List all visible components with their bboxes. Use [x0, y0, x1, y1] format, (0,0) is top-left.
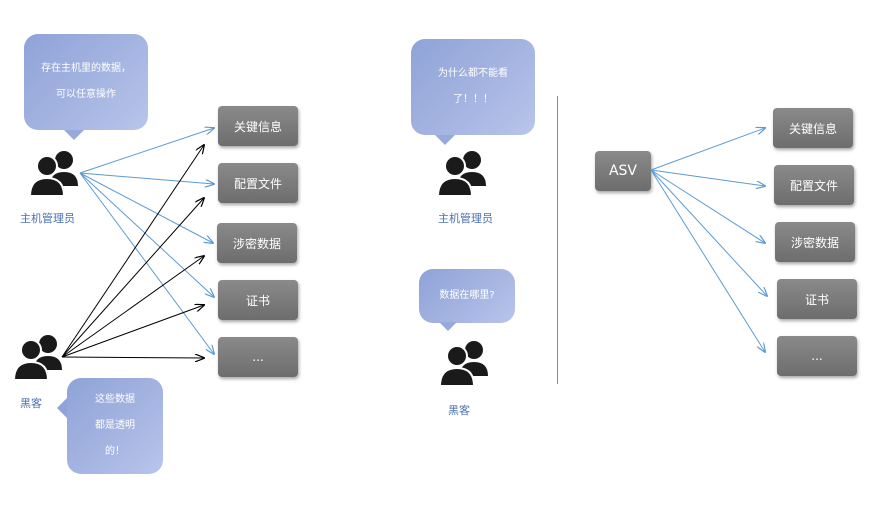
admin-arrow-4	[79, 172, 214, 297]
right-box-certificate: 证书	[777, 279, 857, 319]
right-box-key-info: 关键信息	[773, 108, 853, 148]
mid-admin-speech-line-1: 为什么都不能看	[438, 68, 508, 79]
admin-speech-line-2: 可以任意操作	[56, 89, 116, 100]
bubble-tail	[435, 135, 455, 145]
left-box-more: ...	[218, 337, 298, 377]
bubble-tail	[439, 322, 457, 331]
asv-arrow-1	[650, 128, 765, 171]
asv-arrow-4	[650, 169, 767, 296]
mid-admin-speech-bubble: 为什么都不能看 了！！！	[411, 39, 535, 145]
asv-arrow-5	[650, 169, 765, 352]
asv-arrows	[650, 128, 767, 352]
right-box-secret-data: 涉密数据	[775, 222, 855, 262]
hacker-arrow-4	[61, 305, 204, 358]
admin-speech-line-1: 存在主机里的数据，	[41, 63, 131, 74]
admin-arrow-1	[79, 128, 214, 174]
admin-arrows	[79, 128, 214, 354]
right-box-config-file: 配置文件	[774, 165, 854, 205]
hacker-speech-line-1: 这些数据	[95, 394, 135, 405]
mid-admin-users-icon	[436, 151, 486, 196]
left-box-key-info: 关键信息	[218, 106, 298, 146]
hacker-speech-bubble: 这些数据 都是透明 的！	[57, 378, 163, 474]
left-box-certificate: 证书	[218, 280, 298, 320]
admin-speech-bubble: 存在主机里的数据， 可以任意操作	[24, 34, 148, 140]
bubble-tail	[64, 130, 84, 140]
right-box-more: ...	[777, 336, 857, 376]
mid-hacker-speech-line-1: 数据在哪里?	[439, 290, 495, 301]
hacker-users-icon	[12, 335, 62, 380]
hacker-arrow-3	[61, 256, 204, 358]
left-box-config-file: 配置文件	[218, 163, 298, 203]
hacker-arrow-1	[61, 145, 204, 358]
mid-hacker-speech-bubble: 数据在哪里?	[419, 269, 515, 331]
panel-divider	[557, 96, 558, 384]
admin-arrow-5	[79, 172, 214, 354]
asv-arrow-2	[650, 169, 765, 186]
admin-label: 主机管理员	[20, 212, 75, 225]
mid-admin-speech-line-2: 了！！！	[453, 94, 493, 105]
asv-arrow-3	[650, 169, 765, 243]
left-box-secret-data: 涉密数据	[217, 223, 297, 263]
hacker-label: 黑客	[20, 397, 42, 410]
hacker-arrow-2	[61, 198, 204, 358]
hacker-arrows	[61, 145, 204, 358]
mid-hacker-users-icon	[438, 341, 488, 386]
admin-arrow-3	[79, 172, 213, 243]
hacker-speech-line-2: 都是透明	[95, 420, 135, 431]
mid-hacker-label: 黑客	[448, 404, 470, 417]
asv-box: ASV	[595, 151, 651, 191]
admin-users-icon	[28, 151, 78, 196]
admin-arrow-2	[79, 172, 214, 184]
hacker-arrow-5	[61, 357, 204, 358]
mid-admin-label: 主机管理员	[438, 212, 493, 225]
bubble-tail	[57, 398, 67, 418]
hacker-speech-line-3: 的！	[105, 446, 125, 457]
